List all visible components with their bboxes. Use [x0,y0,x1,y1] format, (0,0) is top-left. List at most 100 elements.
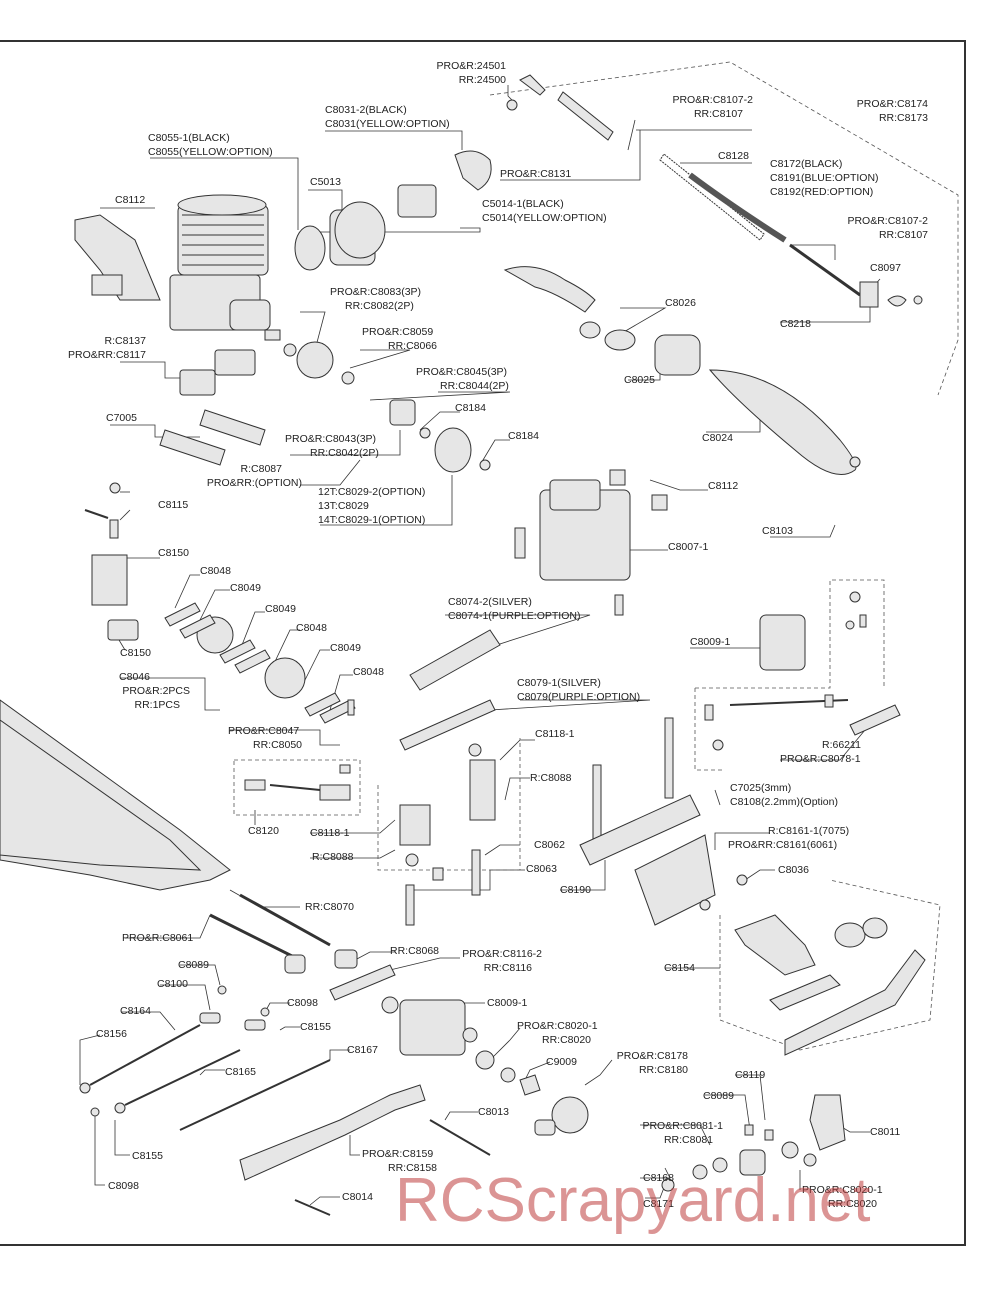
label-c8046-pro: PRO&R:2PCS [122,685,190,697]
label-c8171: C8171 [643,1198,674,1210]
label-c8112-top: C8112 [115,194,146,206]
label-24501: PRO&R:24501 [436,60,506,72]
label-c8020-bottom: RR:C8020 [828,1198,878,1210]
label-c8081: RR:C8081 [663,1134,713,1146]
label-c8184-top: C8184 [455,402,486,414]
label-c8128: C8128 [718,150,749,162]
label-c8167: C8167 [347,1044,378,1056]
label-c8097: C8097 [870,262,901,274]
label-c8150-top: C8150 [158,547,189,559]
label-c8048-b: C8048 [296,622,327,634]
label-c8020-1-bottom: PRO&R:C8020-1 [802,1184,883,1196]
label-c8070: RR:C8070 [305,901,355,913]
label-c8068: RR:C8068 [390,945,440,957]
label-c8155-bottom: C8155 [132,1150,163,1162]
label-c8088-bottom: R:C8088 [312,851,354,863]
label-c8025: C8025 [624,374,655,386]
label-c8059: PRO&R:C8059 [362,326,434,338]
label-c8154: C8154 [664,962,695,974]
label-c8218: C8218 [780,318,811,330]
label-c8168: C8168 [643,1172,674,1184]
label-c8049-a: C8049 [230,582,261,594]
label-c8089-left: C8089 [178,959,209,971]
label-c8117: PRO&RR:C8117 [67,349,146,361]
label-c9009: C9009 [546,1056,577,1068]
label-c8116: RR:C8116 [483,962,532,974]
label-c8055: C8055(YELLOW:OPTION) [148,146,273,158]
label-c8026: C8026 [665,297,696,309]
label-c8029-2: 12T:C8029-2(OPTION) [318,486,426,498]
label-c8029-1: 14T:C8029-1(OPTION) [318,514,426,526]
label-c8045: PRO&R:C8045(3P) [416,366,508,378]
label-c8049-b: C8049 [265,603,296,615]
label-c8074-2: C8074-2(SILVER) [448,596,532,608]
label-c8049-c: C8049 [330,642,361,654]
label-c8011: C8011 [870,1126,901,1138]
label-c8108: C8108(2.2mm)(Option) [730,796,838,808]
label-c8029: 13T:C8029 [318,500,369,512]
watermark-text: RCScrapyard.net [395,1166,871,1235]
label-c8082: RR:C8082(2P) [345,300,414,312]
label-c7025: C7025(3mm) [730,782,792,794]
label-c5014-1: C5014-1(BLACK) [482,198,564,210]
label-c8103: C8103 [762,525,793,537]
label-c8014: C8014 [342,1191,373,1203]
label-c8020-top: RR:C8020 [542,1034,592,1046]
label-c8120: C8120 [248,825,279,837]
label-c8020-1-top: PRO&R:C8020-1 [517,1020,598,1032]
label-c8118-1-top: C8118-1 [535,728,575,740]
label-c8031: C8031(YELLOW:OPTION) [325,118,450,130]
page-frame [0,40,966,1246]
label-c8036: C8036 [778,864,809,876]
label-c8190: C8190 [560,884,591,896]
label-c8066: RR:C8066 [388,340,438,352]
label-c8050: RR:C8050 [253,739,303,751]
label-c8174: PRO&R:C8174 [856,98,928,110]
label-c8083: PRO&R:C8083(3P) [330,286,422,298]
label-c8079: C8079(PURPLE:OPTION) [517,691,641,703]
label-c8024: C8024 [702,432,733,444]
label-c8107-2-top: PRO&R:C8107-2 [672,94,753,106]
label-c8156: C8156 [96,1028,127,1040]
label-c8116-2: PRO&R:C8116-2 [462,948,542,960]
label-c8048-a: C8048 [200,565,231,577]
label-c8009-1-bottom: C8009-1 [487,997,528,1009]
label-c8107-mid: RR:C8107 [878,229,928,241]
label-c8115: C8115 [158,499,189,511]
label-c8079-1: C8079-1(SILVER) [517,677,601,689]
label-c8161: PRO&RR:C8161(6061) [728,839,838,851]
label-c8150-bottom: C8150 [120,647,151,659]
label-c8137: R:C8137 [104,335,146,347]
label-c8100: C8100 [157,978,188,990]
label-c8078-1: PRO&R:C8078-1 [780,753,861,765]
label-c8158: RR:C8158 [388,1162,438,1174]
label-c8046: C8046 [119,671,150,683]
label-c8173: RR:C8173 [878,112,928,124]
label-c8161-1: R:C8161-1(7075) [768,825,850,837]
label-c8112-mid: C8112 [708,480,739,492]
label-c8044: RR:C8044(2P) [440,380,509,392]
label-c8119: C8119 [735,1069,766,1081]
label-r66211: R:66211 [822,739,861,751]
label-c8048-c: C8048 [353,666,384,678]
label-c8055-1: C8055-1(BLACK) [148,132,230,144]
label-c8087: R:C8087 [240,463,282,475]
label-c8062: C8062 [534,839,565,851]
label-c8131: PRO&R:C8131 [500,168,572,180]
group-outlines [233,61,959,1051]
label-c8178: PRO&R:C8178 [616,1050,688,1062]
label-c8155-top: C8155 [300,1021,331,1033]
label-c8118-1-bottom: C8118-1 [310,827,350,839]
label-24500: RR:24500 [458,74,506,86]
engine [169,194,281,341]
label-c8007-1: C8007-1 [668,541,709,553]
label-c8184-mid: C8184 [508,430,539,442]
label-c8159: PRO&R:C8159 [362,1148,434,1160]
label-c8089-right: C8089 [703,1090,734,1102]
label-c8043: PRO&R:C8043(3P) [285,433,377,445]
label-c8042: RR:C8042(2P) [310,447,379,459]
label-c8074-1: C8074-1(PURPLE:OPTION) [448,610,581,622]
label-c8046-rr: RR:1PCS [134,699,180,711]
label-c5014: C5014(YELLOW:OPTION) [482,212,607,224]
